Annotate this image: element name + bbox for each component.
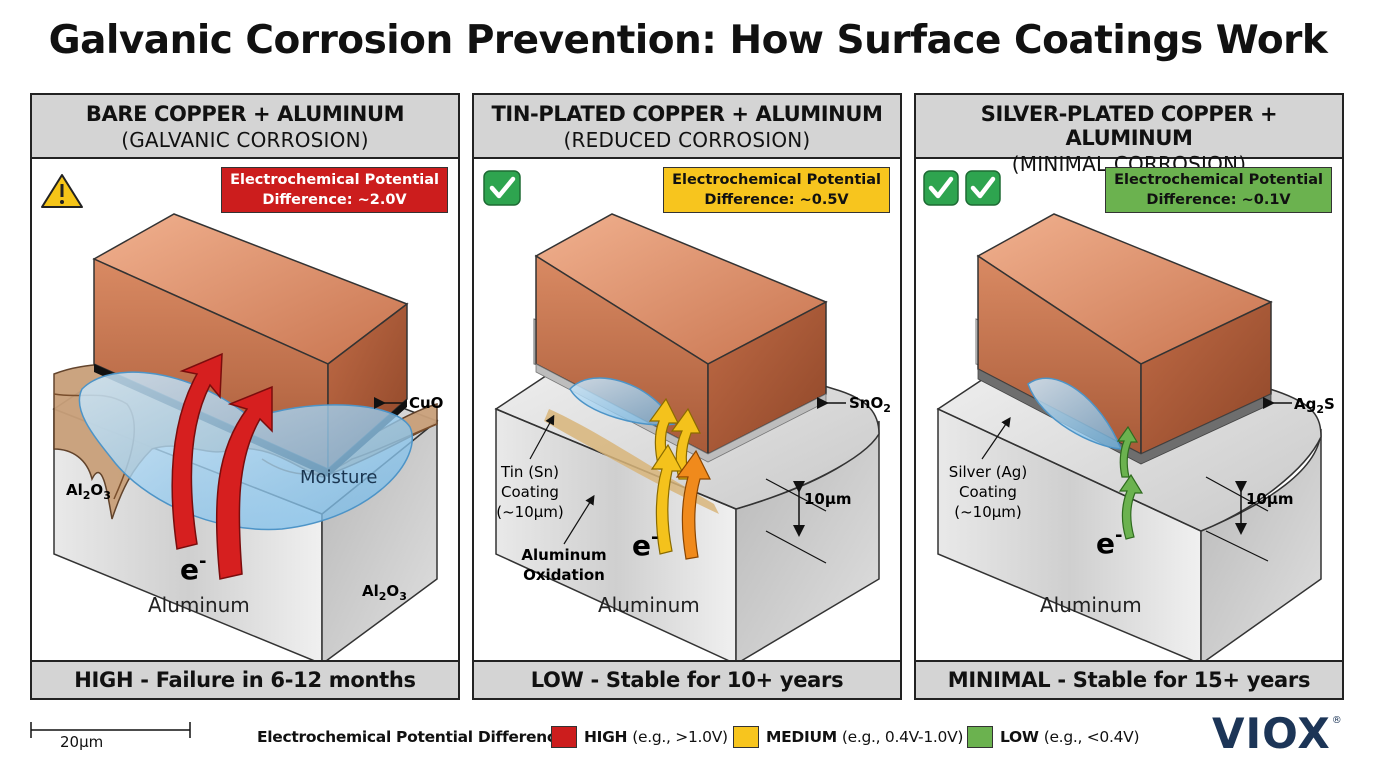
legend-swatch: [967, 726, 993, 748]
legend-title: Electrochemical Potential Difference:: [257, 728, 572, 746]
brand-logo: VIOX®: [1212, 709, 1343, 758]
legend-swatch: [733, 726, 759, 748]
potential-line: Electrochemical Potential: [230, 172, 439, 188]
legend-range: (e.g., 0.4V-1.0V): [841, 728, 964, 746]
electron-flow-arrow: [171, 352, 223, 550]
legend-range: (e.g., >1.0V): [632, 728, 728, 746]
coating-label: Tin (Sn)Coating(~10µm): [496, 463, 564, 521]
panel-tin-plated: TIN-PLATED COPPER + ALUMINUM (REDUCED CO…: [472, 93, 902, 700]
legend-swatch: [551, 726, 577, 748]
panel-header: SILVER-PLATED COPPER + ALUMINUM (MINIMAL…: [916, 95, 1342, 176]
potential-difference-badge: Electrochemical Potential Difference: ~0…: [663, 167, 890, 213]
legend-level: MEDIUM: [766, 728, 837, 746]
legend-item-low: LOW (e.g., <0.4V): [967, 726, 1140, 748]
panel-header: BARE COPPER + ALUMINUM (GALVANIC CORROSI…: [32, 95, 458, 159]
tin-plated-illustration: SnO2 10µm Tin (Sn)Coating(~10µm) Aluminu…: [483, 170, 891, 664]
electron-flow-arrow: [1118, 473, 1144, 540]
potential-line: Electrochemical Potential: [1114, 172, 1323, 188]
oxide-label: Ag2S: [1294, 395, 1335, 416]
aluminum-label: Aluminum: [148, 593, 250, 617]
panel-heading: SILVER-PLATED COPPER + ALUMINUM: [980, 102, 1278, 150]
potential-value: Difference: ~0.1V: [1146, 192, 1291, 208]
potential-value: Difference: ~0.5V: [704, 192, 849, 208]
legend-item-high: HIGH (e.g., >1.0V): [551, 726, 728, 748]
warning-icon: [41, 174, 83, 208]
potential-difference-badge: Electrochemical Potential Difference: ~0…: [1105, 167, 1332, 213]
thickness-label: 10µm: [804, 490, 852, 508]
potential-value: Difference: ~2.0V: [262, 192, 407, 208]
scale-bar: [30, 722, 191, 738]
al2o3-label: Al2O3: [362, 582, 407, 603]
double-checkmark-icon: [923, 170, 1001, 206]
copper-block: [534, 213, 828, 463]
legend-level: HIGH: [584, 728, 628, 746]
panel-footer: LOW - Stable for 10+ years: [474, 660, 900, 698]
oxide-label: CuO: [409, 394, 443, 412]
bare-copper-illustration: CuO Moisture Al2O3 Al2O3 e- Aluminum: [41, 174, 443, 664]
checkmark-icon: [483, 170, 521, 206]
panel-subheading: (REDUCED CORROSION): [563, 128, 811, 152]
electron-label: e-: [180, 551, 206, 586]
silver-plated-illustration: Ag2S 10µm Silver (Ag)Coating(~10µm) e- A…: [923, 170, 1335, 664]
potential-difference-badge: Electrochemical Potential Difference: ~2…: [221, 167, 448, 213]
panel-footer: HIGH - Failure in 6-12 months: [32, 660, 458, 698]
page-title: Galvanic Corrosion Prevention: How Surfa…: [48, 18, 1328, 63]
legend-level: LOW: [1000, 728, 1039, 746]
legend-range: (e.g., <0.4V): [1043, 728, 1140, 746]
aluminum-label: Aluminum: [1040, 593, 1142, 617]
electron-label: e-: [632, 527, 658, 562]
thickness-label: 10µm: [1246, 490, 1294, 508]
oxidation-streak: [544, 409, 719, 514]
electron-label: e-: [1096, 525, 1122, 560]
potential-line: Electrochemical Potential: [672, 172, 881, 188]
moisture-droplet: [569, 377, 676, 426]
panel-footer: MINIMAL - Stable for 15+ years: [916, 660, 1342, 698]
al2o3-label: Al2O3: [66, 481, 111, 502]
electron-flow-arrow: [215, 385, 273, 580]
copper-block: [976, 213, 1273, 465]
electron-flow-arrow: [1116, 425, 1139, 478]
panel-silver-plated: SILVER-PLATED COPPER + ALUMINUM (MINIMAL…: [914, 93, 1344, 700]
moisture-label: Moisture: [300, 467, 377, 488]
electron-flow-arrow: [675, 449, 711, 560]
coating-label: Silver (Ag)Coating(~10µm): [949, 463, 1027, 521]
panel-header: TIN-PLATED COPPER + ALUMINUM (REDUCED CO…: [474, 95, 900, 159]
panel-heading: TIN-PLATED COPPER + ALUMINUM: [491, 102, 883, 126]
electron-flow-arrow: [650, 443, 684, 555]
panel-subheading: (GALVANIC CORROSION): [121, 128, 369, 152]
panel-heading: BARE COPPER + ALUMINUM: [85, 102, 405, 126]
oxide-label: SnO2: [849, 394, 891, 415]
scale-bar-label: 20µm: [60, 733, 104, 751]
legend-item-medium: MEDIUM (e.g., 0.4V-1.0V): [733, 726, 963, 748]
aluminum-label: Aluminum: [598, 593, 700, 617]
panel-bare-copper: BARE COPPER + ALUMINUM (GALVANIC CORROSI…: [30, 93, 460, 700]
